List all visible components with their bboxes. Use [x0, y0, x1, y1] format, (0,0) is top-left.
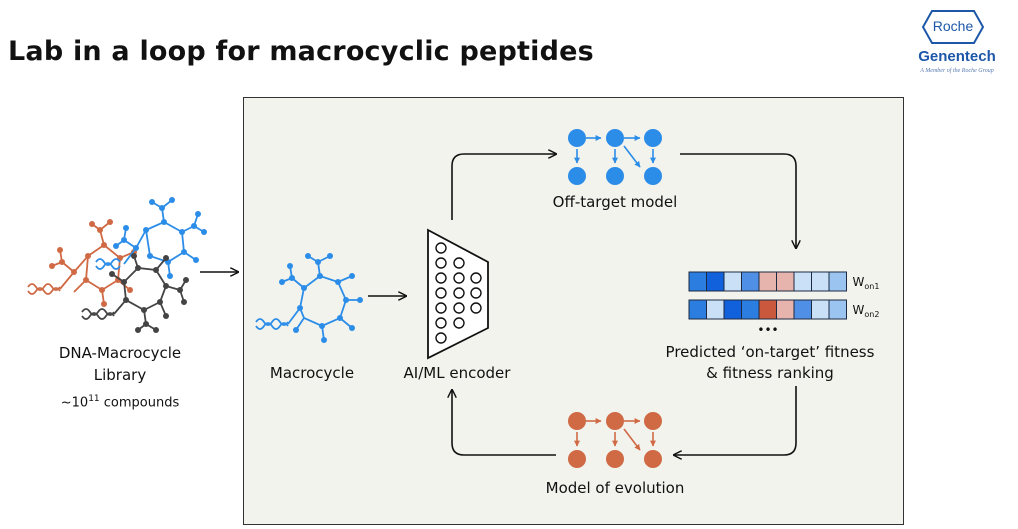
- encoder-icon: [427, 228, 489, 360]
- genentech-logo-text: Genentech: [918, 48, 996, 65]
- fitness-cell: [688, 299, 707, 320]
- roche-genentech-logo: Roche Genentech A Member of the Roche Gr…: [904, 8, 1010, 80]
- fitness-label-line1: Predicted ‘on-target’ fitness: [665, 343, 875, 361]
- fitness-vector-1: Won1: [688, 271, 880, 292]
- fitness-cell: [723, 299, 742, 320]
- arrow-encoder-to-off-target: [451, 154, 556, 220]
- fitness-weight-label: Won2: [853, 303, 880, 319]
- fitness-cell: [741, 299, 760, 320]
- fitness-cell: [758, 271, 777, 292]
- evolution-graph-icon: [568, 412, 662, 468]
- fitness-cell: [793, 299, 812, 320]
- arrow-off-target-to-fitness: [680, 153, 796, 248]
- arrow-fitness-to-evolution: [674, 386, 797, 455]
- macrocycle-molecule-icon: [255, 253, 363, 343]
- count-prefix: ~10: [60, 395, 89, 411]
- macrocycle-label: Macrocycle: [269, 364, 355, 382]
- fitness-ellipsis: •••: [757, 323, 778, 337]
- fitness-cell: [776, 271, 795, 292]
- fitness-cell: [723, 271, 742, 292]
- fitness-vector-2: Won2: [688, 299, 880, 320]
- encoder-label: AI/ML encoder: [403, 364, 511, 382]
- roche-hexagon-icon: [922, 10, 984, 44]
- fitness-label-line2: & fitness ranking: [706, 364, 834, 382]
- count-suffix: compounds: [99, 395, 180, 411]
- fitness-cell: [776, 299, 795, 320]
- library-compound-count: ~1011 compounds: [40, 394, 200, 410]
- fitness-cell: [811, 271, 830, 292]
- fitness-cell: [688, 271, 707, 292]
- fitness-cell: [811, 299, 830, 320]
- evolution-label: Model of evolution: [545, 479, 685, 497]
- fitness-cell: [758, 299, 777, 320]
- fitness-cell: [706, 271, 725, 292]
- fitness-cell: [828, 299, 847, 320]
- count-exponent: 11: [88, 394, 100, 404]
- fitness-cell: [706, 299, 725, 320]
- off-target-label: Off-target model: [552, 193, 678, 211]
- library-label-line1: DNA-Macrocycle: [58, 344, 182, 362]
- fitness-cell: [741, 271, 760, 292]
- roche-logo-text: Roche: [932, 18, 974, 34]
- off-target-graph-icon: [568, 129, 662, 185]
- fitness-weight-label: Won1: [853, 275, 880, 291]
- fitness-cell: [828, 271, 847, 292]
- library-molecules-icon: [27, 197, 207, 333]
- logo-tagline: A Member of the Roche Group: [920, 68, 994, 74]
- arrow-evolution-to-encoder: [452, 390, 556, 456]
- fitness-cell: [793, 271, 812, 292]
- page-title: Lab in a loop for macrocyclic peptides: [8, 36, 594, 67]
- library-label-line2: Library: [93, 366, 147, 384]
